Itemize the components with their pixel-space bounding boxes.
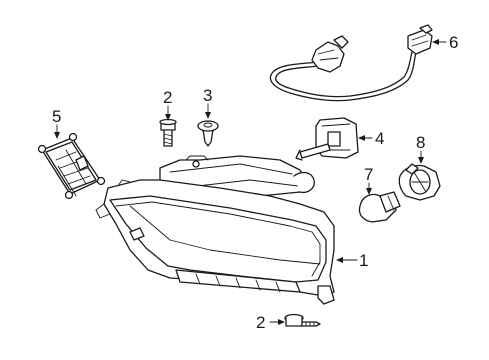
screw-upper [159,118,177,147]
leader-lines [54,39,447,325]
screw-lower [284,313,321,327]
headlamp-assembly [95,155,335,305]
ballast-module [37,132,106,200]
callout-8: 8 [416,133,425,152]
callout-6: 6 [449,33,458,52]
bulb-socket [398,163,441,201]
push-pin-retainer [197,120,219,147]
callout-5: 5 [52,107,61,126]
callout-1: 1 [359,251,368,270]
callout-3: 3 [203,86,212,105]
callout-2-lower: 2 [256,313,265,332]
hid-bulb [295,117,359,161]
wiring-harness [269,24,433,102]
callout-4: 4 [375,129,384,148]
callout-7: 7 [364,165,373,184]
callout-2-upper: 2 [163,88,172,107]
turn-signal-bulb [358,191,401,223]
